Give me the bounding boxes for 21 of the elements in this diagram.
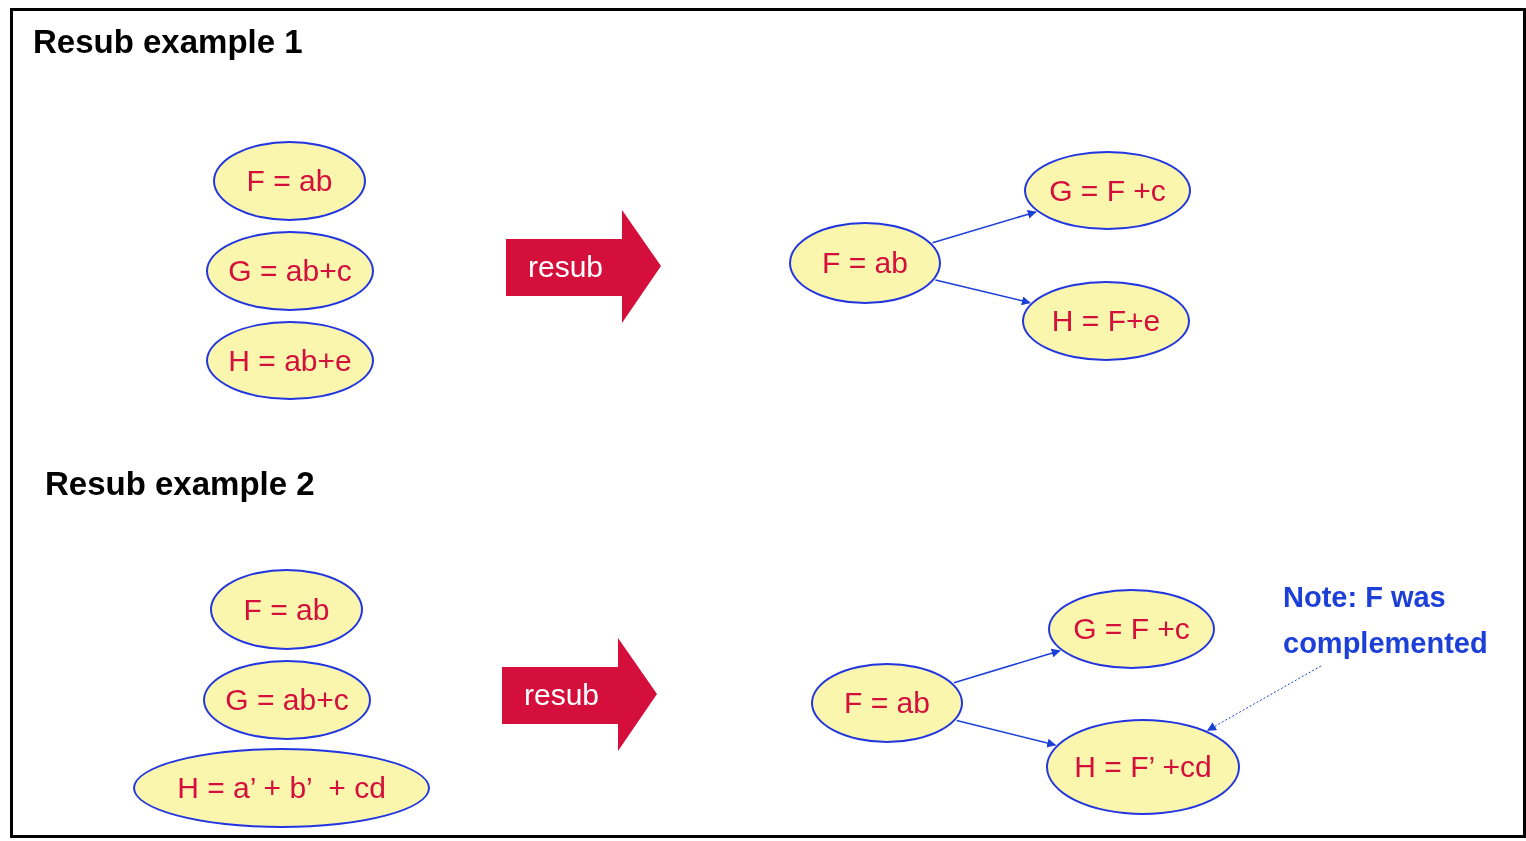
formula-text: F = ab [822, 245, 908, 281]
leader-line [1207, 665, 1322, 731]
section-heading: Resub example 1 [33, 22, 303, 62]
formula-text: G = ab+c [225, 682, 349, 718]
formula-text: H = a’ + b’ + cd [177, 770, 386, 806]
formula-text: H = ab+e [228, 342, 352, 379]
formula-text: G = F +c [1049, 172, 1166, 209]
formula-text: G = F +c [1073, 611, 1190, 647]
arrow [931, 209, 1037, 244]
arrow [953, 648, 1061, 684]
arrow [934, 279, 1031, 306]
arrow-label: resub [528, 249, 604, 285]
section-heading: Resub example 2 [45, 464, 315, 504]
formula-text: H = F+e [1051, 303, 1161, 339]
note-text: Note: F was complemented [1283, 580, 1489, 661]
formula-text: F = ab [243, 591, 330, 628]
formula-text: F = ab [844, 685, 930, 721]
formula-text: F = ab [246, 163, 333, 199]
formula-text: H = F’ +cd [1074, 749, 1212, 785]
arrow-label: resub [524, 677, 600, 713]
formula-text: G = ab+c [228, 253, 352, 289]
